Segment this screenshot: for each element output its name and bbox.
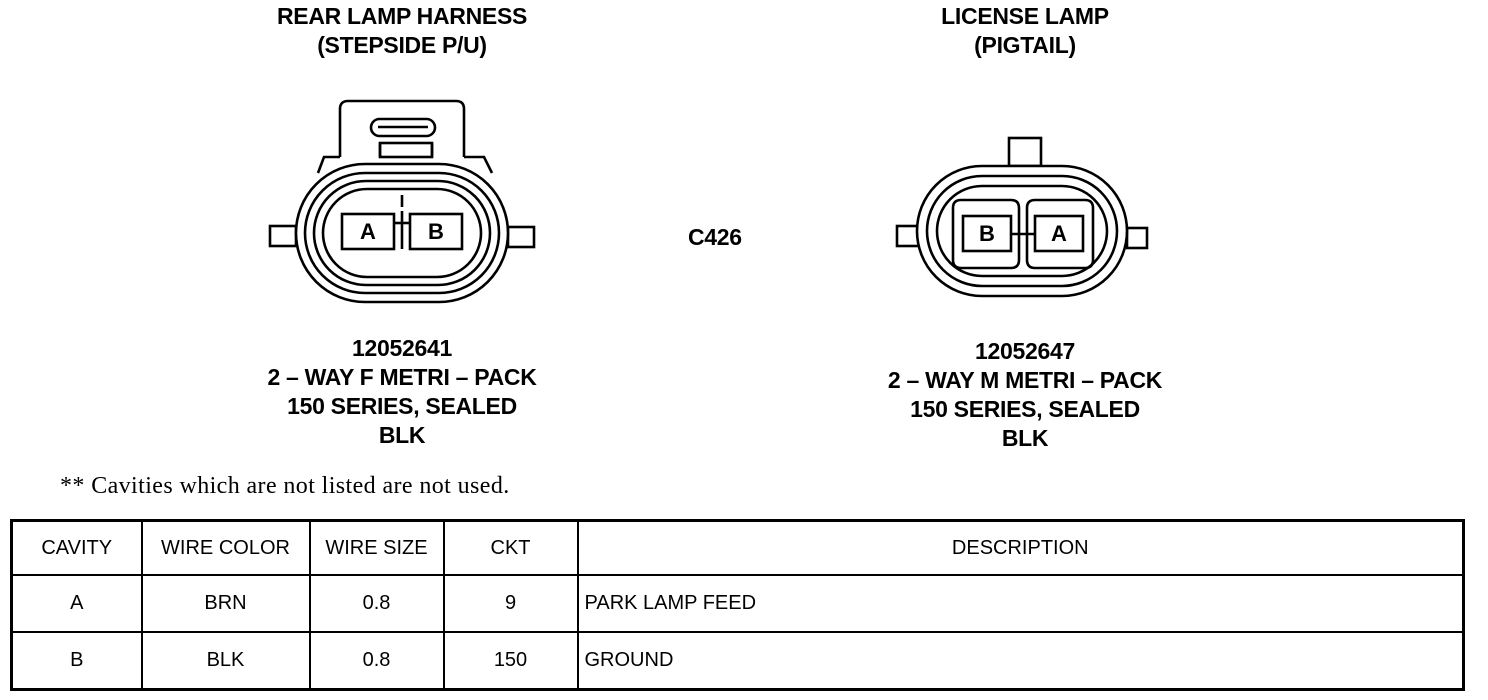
title-line: (STEPSIDE P/U) [317,32,487,58]
cavity-b-label: B [979,221,995,246]
right-connector-spec: 12052647 2 – WAY M METRI – PACK 150 SERI… [825,337,1225,453]
cell-wire-size: 0.8 [308,631,445,691]
table-row: A BRN 0.8 9 PARK LAMP FEED [10,574,1465,633]
cavity-b-label: B [428,219,444,244]
left-connector-title: REAR LAMP HARNESS (STEPSIDE P/U) [202,2,602,60]
header-ckt: CKT [442,519,579,576]
connector-series: 150 SERIES, SEALED [910,396,1140,422]
cavity-a-label: A [1051,221,1067,246]
title-line: REAR LAMP HARNESS [276,3,528,29]
part-number: 12052641 [352,335,452,361]
female-connector-drawing: A B [268,99,536,304]
connector-id: C426 [688,224,742,250]
part-number: 12052647 [975,338,1075,364]
header-cavity: CAVITY [10,519,143,576]
header-description: DESCRIPTION [576,519,1465,576]
connector-type: 2 – WAY F METRI – PACK [267,364,537,390]
cell-cavity: A [10,574,143,633]
table-row: B BLK 0.8 150 GROUND [10,631,1465,691]
table-header-row: CAVITY WIRE COLOR WIRE SIZE CKT DESCRIPT… [10,519,1465,576]
connector-type: 2 – WAY M METRI – PACK [887,367,1163,393]
cell-ckt: 9 [442,574,579,633]
title-line: (PIGTAIL) [974,32,1076,58]
cell-cavity: B [10,631,143,691]
left-connector-spec: 12052641 2 – WAY F METRI – PACK 150 SERI… [202,334,602,450]
cavity-table: CAVITY WIRE COLOR WIRE SIZE CKT DESCRIPT… [10,519,1465,691]
cell-wire-color: BRN [140,574,311,633]
cell-wire-size: 0.8 [308,574,445,633]
cell-ckt: 150 [442,631,579,691]
header-wire-color: WIRE COLOR [140,519,311,576]
connector-color: BLK [378,422,426,448]
male-connector-drawing: B A [895,136,1149,298]
right-connector-title: LICENSE LAMP (PIGTAIL) [825,2,1225,60]
title-line: LICENSE LAMP [941,3,1109,29]
cell-description: GROUND [576,631,1465,691]
connector-color: BLK [1001,425,1049,451]
header-wire-size: WIRE SIZE [308,519,445,576]
cell-wire-color: BLK [140,631,311,691]
connector-series: 150 SERIES, SEALED [287,393,517,419]
unused-cavities-note: ** Cavities which are not listed are not… [60,473,510,499]
cell-description: PARK LAMP FEED [576,574,1465,633]
cavity-a-label: A [360,219,376,244]
